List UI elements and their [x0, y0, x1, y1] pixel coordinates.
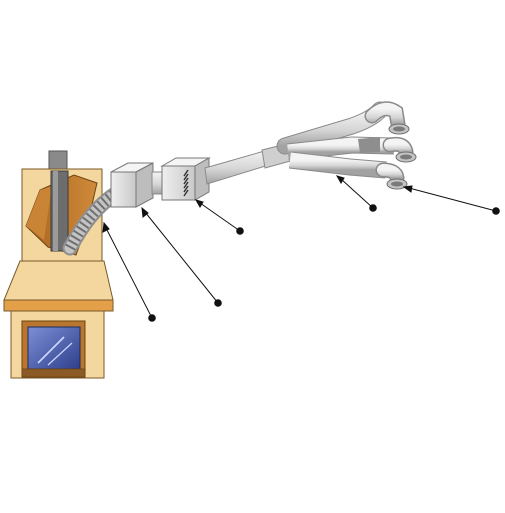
branch-overlap-shadow [358, 137, 380, 153]
callout-branch-duct [335, 175, 377, 212]
fan-louver-icon [183, 169, 189, 197]
callouts [102, 175, 500, 322]
elbow-outlet-icon [364, 101, 417, 190]
chimney-flue-icon [48, 150, 68, 172]
callout-outlet [402, 185, 500, 215]
hood-cutaway-light [26, 186, 52, 240]
firebox-sill [21, 368, 86, 378]
callout-flex-duct [102, 221, 156, 322]
fan-box-icon [160, 157, 211, 201]
fireplace-assembly [3, 150, 114, 379]
callout-connection-box [141, 206, 222, 307]
glass-reflection-1 [37, 336, 65, 364]
inner-flue-highlight [53, 171, 58, 251]
glass-reflection-2 [47, 342, 73, 366]
callout-fan-box [194, 199, 244, 235]
connection-box-icon [110, 162, 154, 208]
hood-lower-slope [3, 260, 114, 301]
hood-ledge [3, 299, 114, 312]
